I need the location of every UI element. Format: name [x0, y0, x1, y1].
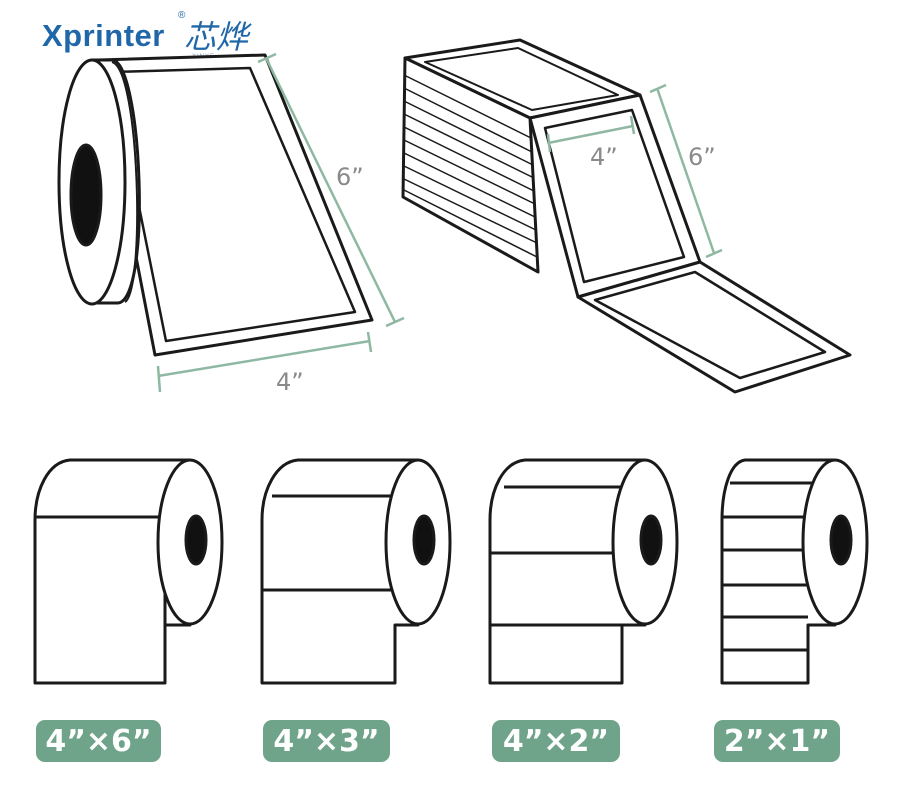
roll-2x1	[720, 458, 869, 685]
stack-front-inner-border	[543, 108, 686, 284]
dimension-lines	[156, 52, 723, 393]
fanfold-label-stack	[401, 38, 852, 394]
roll-4x6-core-hole	[184, 514, 208, 566]
fanfold-width-label: 4”	[590, 143, 618, 171]
roll-4x2	[488, 458, 679, 685]
size-badge-4x6: 4”×6”	[36, 720, 161, 762]
stack-layers	[403, 74, 538, 258]
roll-2x1-core-hole	[829, 514, 853, 566]
roll-4x3	[260, 458, 452, 685]
size-badge-4x3: 4”×3”	[263, 720, 390, 762]
roll-width-label: 4”	[276, 368, 304, 396]
roll-4x2-core-hole	[639, 514, 663, 566]
stack-top-label	[424, 47, 619, 111]
roll-height-label: 6”	[336, 163, 364, 191]
brand-name: Xprinter	[42, 18, 165, 53]
roll-4x3-core-hole	[412, 514, 436, 566]
roll-4x3-body	[260, 458, 420, 685]
registered-mark: ®	[178, 10, 186, 21]
size-badge-4x2: 4”×2”	[492, 720, 620, 762]
roll-4x6	[33, 458, 224, 685]
roll-label-inner-border	[110, 66, 357, 343]
roll-edge-curve	[111, 61, 139, 303]
large-label-roll	[57, 53, 374, 357]
roll-core-hole	[69, 143, 103, 247]
stack-side-face	[401, 56, 540, 274]
unfolded-label-inner-border	[593, 270, 827, 380]
fanfold-height-label: 6”	[688, 143, 716, 171]
dimension-labels: 6” 4” 4” 6”	[276, 143, 716, 396]
size-badge-2x1: 2”×1”	[714, 720, 840, 762]
brand-chinese-name: 芯烨	[184, 18, 249, 56]
brand-logo: Xprinter ® 芯烨 XINYE	[42, 10, 282, 65]
